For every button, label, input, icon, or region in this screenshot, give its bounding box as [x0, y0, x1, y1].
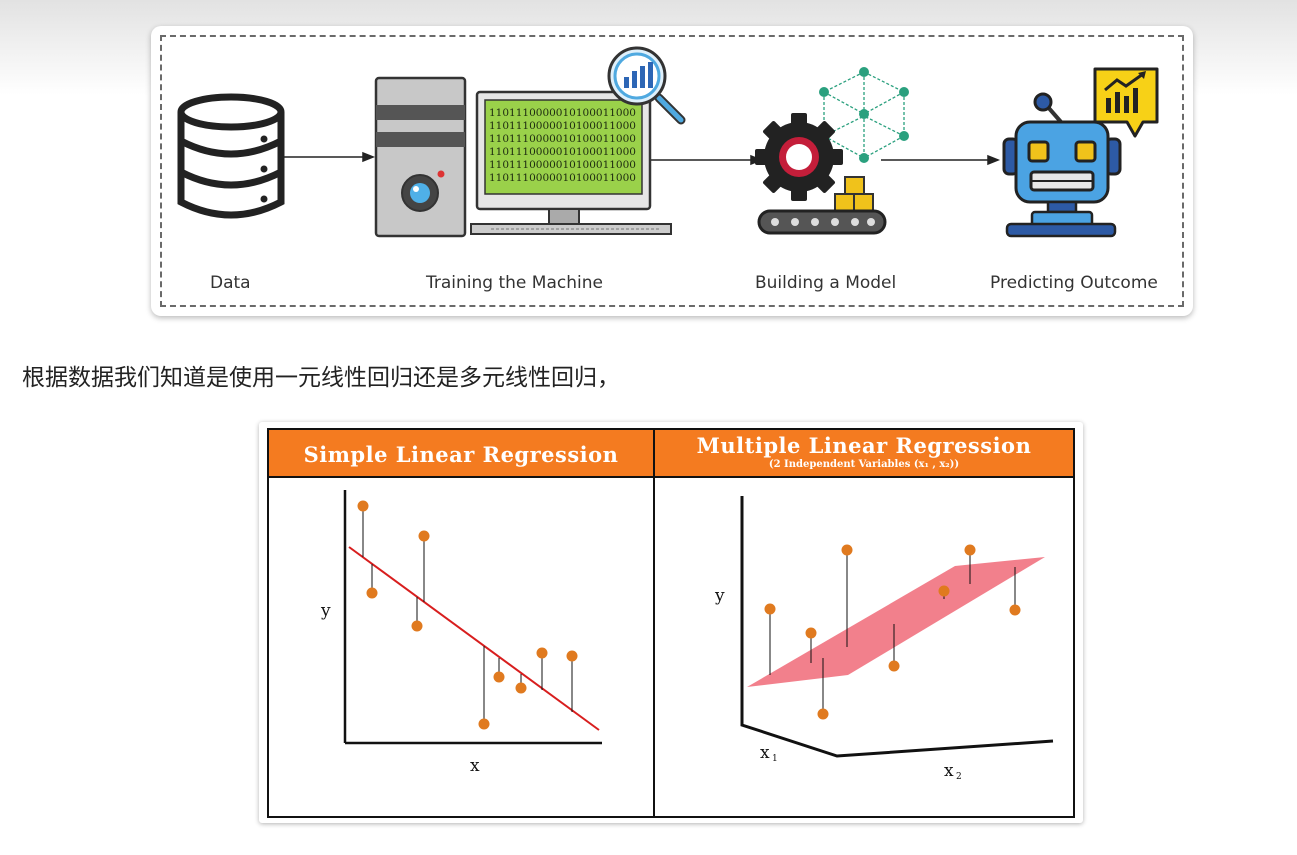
screen-code-line: 1101110000010100011000 — [489, 120, 636, 132]
gear-icon — [755, 113, 843, 201]
data-points — [357, 500, 578, 730]
caption-text: 根据数据我们知道是使用一元线性回归还是多元线性回归， — [22, 365, 620, 391]
step-label-training: Training the Machine — [426, 273, 603, 293]
magnifier-chart-icon — [607, 46, 686, 125]
robot-icon — [1002, 92, 1122, 238]
data-point — [1009, 604, 1021, 616]
database-icon — [177, 93, 285, 219]
network-cube-icon — [823, 71, 905, 159]
data-points-3d — [764, 544, 1021, 720]
data-point — [805, 627, 817, 639]
data-point — [764, 603, 776, 615]
speech-bubble-chart-icon — [1093, 67, 1159, 138]
data-point — [888, 660, 900, 672]
simple-regression-plot: y x — [320, 490, 602, 776]
regression-comparison-card: Simple Linear Regression Multiple Linear… — [259, 422, 1083, 823]
multiple-regression-title: Multiple Linear Regression — [696, 433, 1032, 458]
data-point — [938, 585, 950, 597]
computer-tower-icon — [374, 76, 467, 238]
pipeline-graphics: 1101110000010100011000 11011100000101000… — [177, 46, 1159, 238]
screen-code-line: 1101110000010100011000 — [489, 172, 636, 184]
data-point — [841, 544, 853, 556]
data-point — [566, 650, 578, 662]
multiple-regression-subtitle: (2 Independent Variables (x₁ , x₂)) — [768, 459, 960, 470]
step-label-data: Data — [210, 273, 251, 293]
column-divider — [653, 430, 655, 816]
x2-axis-subscript: 2 — [956, 772, 962, 782]
x1-axis-subscript: 1 — [772, 754, 778, 764]
screen-code-line: 1101110000010100011000 — [489, 146, 636, 158]
data-point — [817, 708, 829, 720]
regression-frame: Simple Linear Regression Multiple Linear… — [267, 428, 1075, 818]
data-point — [411, 620, 423, 632]
data-point — [478, 718, 490, 730]
x2-axis-label: x — [944, 761, 954, 781]
data-point — [536, 647, 548, 659]
screen-code-line: 1101110000010100011000 — [489, 107, 636, 119]
network-nodes — [819, 67, 909, 163]
y-axis-label: y — [714, 586, 725, 606]
x-axis-label: x — [470, 756, 480, 776]
data-point — [964, 544, 976, 556]
data-point — [493, 671, 505, 683]
data-point — [357, 500, 369, 512]
conveyor-boxes-icon — [757, 176, 887, 235]
step-label-predicting: Predicting Outcome — [990, 273, 1158, 293]
x1-axis-label: x — [760, 743, 770, 763]
screen-code-line: 1101110000010100011000 — [489, 159, 636, 171]
regression-line — [348, 546, 600, 731]
screen-code-line: 1101110000010100011000 — [489, 133, 636, 145]
data-point — [515, 682, 527, 694]
axes-3d — [740, 496, 1054, 758]
pipeline-dashed-border — [160, 35, 1184, 307]
data-point — [366, 587, 378, 599]
monitor-icon: 1101110000010100011000 11011100000101000… — [470, 90, 672, 235]
multiple-regression-plot: y x 1 x 2 — [714, 496, 1054, 782]
simple-regression-header: Simple Linear Regression — [269, 430, 653, 478]
ml-pipeline-card: 1101110000010100011000 11011100000101000… — [151, 26, 1193, 316]
residual-lines — [362, 506, 573, 724]
step-label-model: Building a Model — [755, 273, 897, 293]
multiple-regression-header: Multiple Linear Regression (2 Independen… — [655, 430, 1073, 478]
data-point — [418, 530, 430, 542]
y-axis-label: y — [320, 601, 331, 621]
regression-plane — [747, 557, 1045, 687]
simple-regression-title: Simple Linear Regression — [303, 442, 619, 467]
